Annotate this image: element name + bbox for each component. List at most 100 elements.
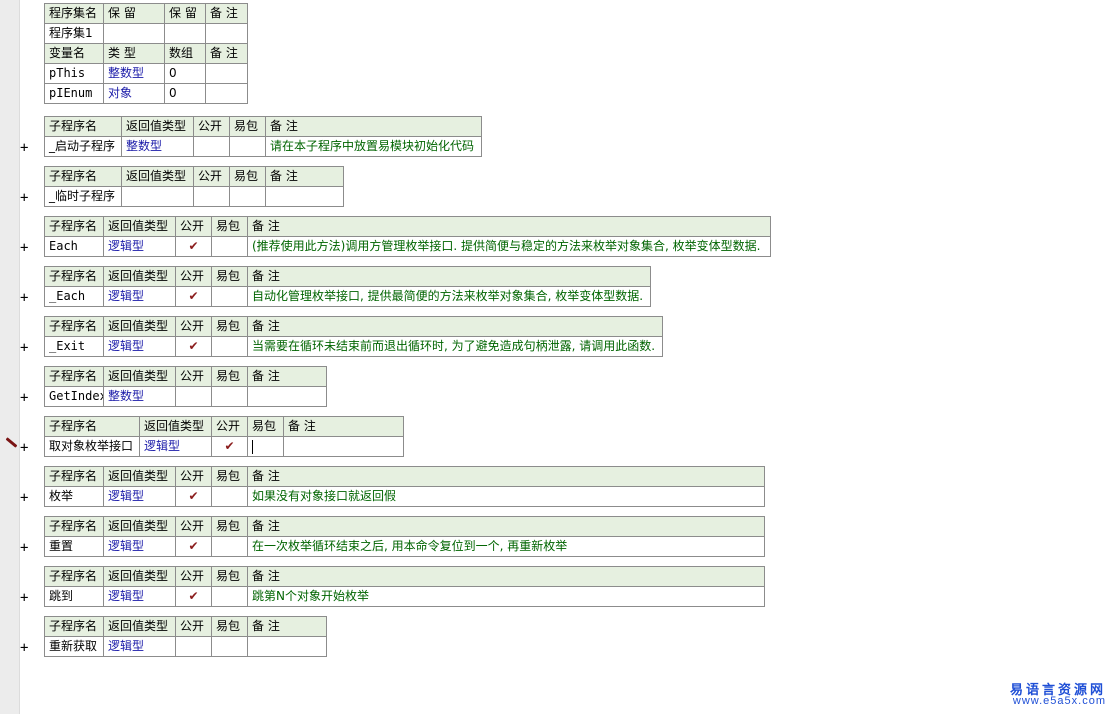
expand-toggle[interactable]: +	[20, 190, 29, 206]
sub-header-public: 公开	[175, 566, 212, 587]
sub-return-type-cell[interactable]: 逻辑型	[103, 236, 176, 257]
var-header-type: 类 型	[103, 43, 165, 64]
sub-note-cell[interactable]: 跳第N个对象开始枚举	[247, 586, 765, 607]
sub-header-note: 备 注	[247, 516, 765, 537]
sub-note-cell[interactable]: 请在本子程序中放置易模块初始化代码	[265, 136, 482, 157]
sub-header-easy-package: 易包	[211, 366, 248, 387]
sub-easy-package-cell[interactable]	[229, 136, 266, 157]
public-check-icon[interactable]: ✔	[211, 436, 248, 457]
var-name-cell[interactable]: pIEnum	[44, 83, 104, 104]
sub-return-type-cell[interactable]: 整数型	[121, 136, 194, 157]
sub-header-easy-package: 易包	[229, 166, 266, 187]
var-array-cell[interactable]: 0	[164, 83, 206, 104]
sub-note-cell[interactable]: (推荐使用此方法)调用方管理枚举接口. 提供简便与稳定的方法来枚举对象集合, 枚…	[247, 236, 771, 257]
sub-header-easy-package: 易包	[211, 466, 248, 487]
expand-toggle[interactable]: +	[20, 540, 29, 556]
sub-public-cell[interactable]	[193, 136, 230, 157]
sub-header-name: 子程序名	[44, 116, 122, 137]
expand-toggle[interactable]: +	[20, 490, 29, 506]
subroutine-table: 子程序名 返回值类型 公开 易包 备 注 重新获取 逻辑型	[44, 616, 327, 657]
public-check-icon[interactable]: ✔	[175, 336, 212, 357]
var-type-cell[interactable]: 整数型	[103, 63, 165, 84]
sub-easy-package-cell[interactable]	[211, 386, 248, 407]
assembly-reserved2-cell[interactable]	[164, 23, 206, 44]
assembly-name-cell[interactable]: 程序集1	[44, 23, 104, 44]
public-check-icon[interactable]: ✔	[175, 486, 212, 507]
sub-header-public: 公开	[193, 116, 230, 137]
sub-header-public: 公开	[175, 466, 212, 487]
sub-easy-package-cell[interactable]	[211, 636, 248, 657]
sub-note-cell[interactable]	[247, 636, 327, 657]
sub-name-cell[interactable]: _启动子程序	[44, 136, 122, 157]
sub-name-cell[interactable]: _Exit	[44, 336, 104, 357]
var-note-cell[interactable]	[205, 63, 248, 84]
sub-name-cell[interactable]: _临时子程序	[44, 186, 122, 207]
sub-easy-package-cell[interactable]	[211, 336, 248, 357]
public-check-icon[interactable]: ✔	[175, 536, 212, 557]
sub-name-cell[interactable]: _Each	[44, 286, 104, 307]
var-type-cell[interactable]: 对象	[103, 83, 165, 104]
sub-note-cell[interactable]: 在一次枚举循环结束之后, 用本命令复位到一个, 再重新枚举	[247, 536, 765, 557]
subroutine-table: 子程序名 返回值类型 公开 易包 备 注 跳到 逻辑型 ✔ 跳第N个对象开始枚举	[44, 566, 765, 607]
watermark-url: www.e5a5x.com	[1012, 695, 1106, 707]
sub-easy-package-cell[interactable]	[247, 436, 284, 457]
expand-toggle[interactable]: +	[20, 390, 29, 406]
sub-return-type-cell[interactable]: 整数型	[103, 386, 176, 407]
sub-note-cell[interactable]: 自动化管理枚举接口, 提供最简便的方法来枚举对象集合, 枚举变体型数据.	[247, 286, 651, 307]
sub-return-type-cell[interactable]: 逻辑型	[103, 636, 176, 657]
sub-easy-package-cell[interactable]	[229, 186, 266, 207]
expand-toggle[interactable]: +	[20, 340, 29, 356]
expand-toggle[interactable]: +	[20, 240, 29, 256]
var-array-cell[interactable]: 0	[164, 63, 206, 84]
assembly-header-name: 程序集名	[44, 3, 104, 24]
sub-name-cell[interactable]: 跳到	[44, 586, 104, 607]
sub-easy-package-cell[interactable]	[211, 236, 248, 257]
sub-return-type-cell[interactable]: 逻辑型	[103, 336, 176, 357]
var-name-cell[interactable]: pThis	[44, 63, 104, 84]
sub-note-cell[interactable]: 当需要在循环未结束前而退出循环时, 为了避免造成句柄泄露, 请调用此函数.	[247, 336, 663, 357]
sub-name-cell[interactable]: Each	[44, 236, 104, 257]
expand-toggle[interactable]: +	[20, 290, 29, 306]
sub-header-note: 备 注	[283, 416, 404, 437]
sub-public-cell[interactable]	[175, 386, 212, 407]
sub-header-easy-package: 易包	[211, 616, 248, 637]
subroutine-table: 子程序名 返回值类型 公开 易包 备 注 枚举 逻辑型 ✔ 如果没有对象接口就返…	[44, 466, 765, 507]
public-check-icon[interactable]: ✔	[175, 586, 212, 607]
assembly-table: 程序集名 保 留 保 留 备 注 程序集1 变量名 类 型 数组 备 注 pTh…	[44, 3, 248, 104]
expand-toggle[interactable]: +	[20, 140, 29, 156]
sub-name-cell[interactable]: 取对象枚举接口	[44, 436, 140, 457]
sub-header-public: 公开	[175, 516, 212, 537]
sub-name-cell[interactable]: 重新获取	[44, 636, 104, 657]
sub-header-note: 备 注	[247, 466, 765, 487]
sub-easy-package-cell[interactable]	[211, 536, 248, 557]
sub-note-cell[interactable]	[247, 386, 327, 407]
var-note-cell[interactable]	[205, 83, 248, 104]
sub-return-type-cell[interactable]: 逻辑型	[103, 486, 176, 507]
sub-return-type-cell[interactable]: 逻辑型	[103, 586, 176, 607]
sub-note-cell[interactable]	[265, 186, 344, 207]
sub-easy-package-cell[interactable]	[211, 586, 248, 607]
expand-toggle[interactable]: +	[20, 440, 29, 456]
sub-name-cell[interactable]: 枚举	[44, 486, 104, 507]
public-check-icon[interactable]: ✔	[175, 286, 212, 307]
assembly-note-cell[interactable]	[205, 23, 248, 44]
sub-return-type-cell[interactable]: 逻辑型	[139, 436, 212, 457]
sub-name-cell[interactable]: GetIndex	[44, 386, 104, 407]
sub-note-cell[interactable]: 如果没有对象接口就返回假	[247, 486, 765, 507]
sub-note-cell[interactable]	[283, 436, 404, 457]
sub-return-type-cell[interactable]: 逻辑型	[103, 536, 176, 557]
sub-name-cell[interactable]: 重置	[44, 536, 104, 557]
sub-easy-package-cell[interactable]	[211, 486, 248, 507]
assembly-reserved1-cell[interactable]	[103, 23, 165, 44]
sub-return-type-cell[interactable]	[121, 186, 194, 207]
expand-toggle[interactable]: +	[20, 590, 29, 606]
sub-header-note: 备 注	[247, 316, 663, 337]
public-check-icon[interactable]: ✔	[175, 236, 212, 257]
expand-toggle[interactable]: +	[20, 640, 29, 656]
sub-public-cell[interactable]	[193, 186, 230, 207]
sub-header-easy-package: 易包	[247, 416, 284, 437]
assembly-header-reserved1: 保 留	[103, 3, 165, 24]
sub-easy-package-cell[interactable]	[211, 286, 248, 307]
sub-return-type-cell[interactable]: 逻辑型	[103, 286, 176, 307]
sub-public-cell[interactable]	[175, 636, 212, 657]
